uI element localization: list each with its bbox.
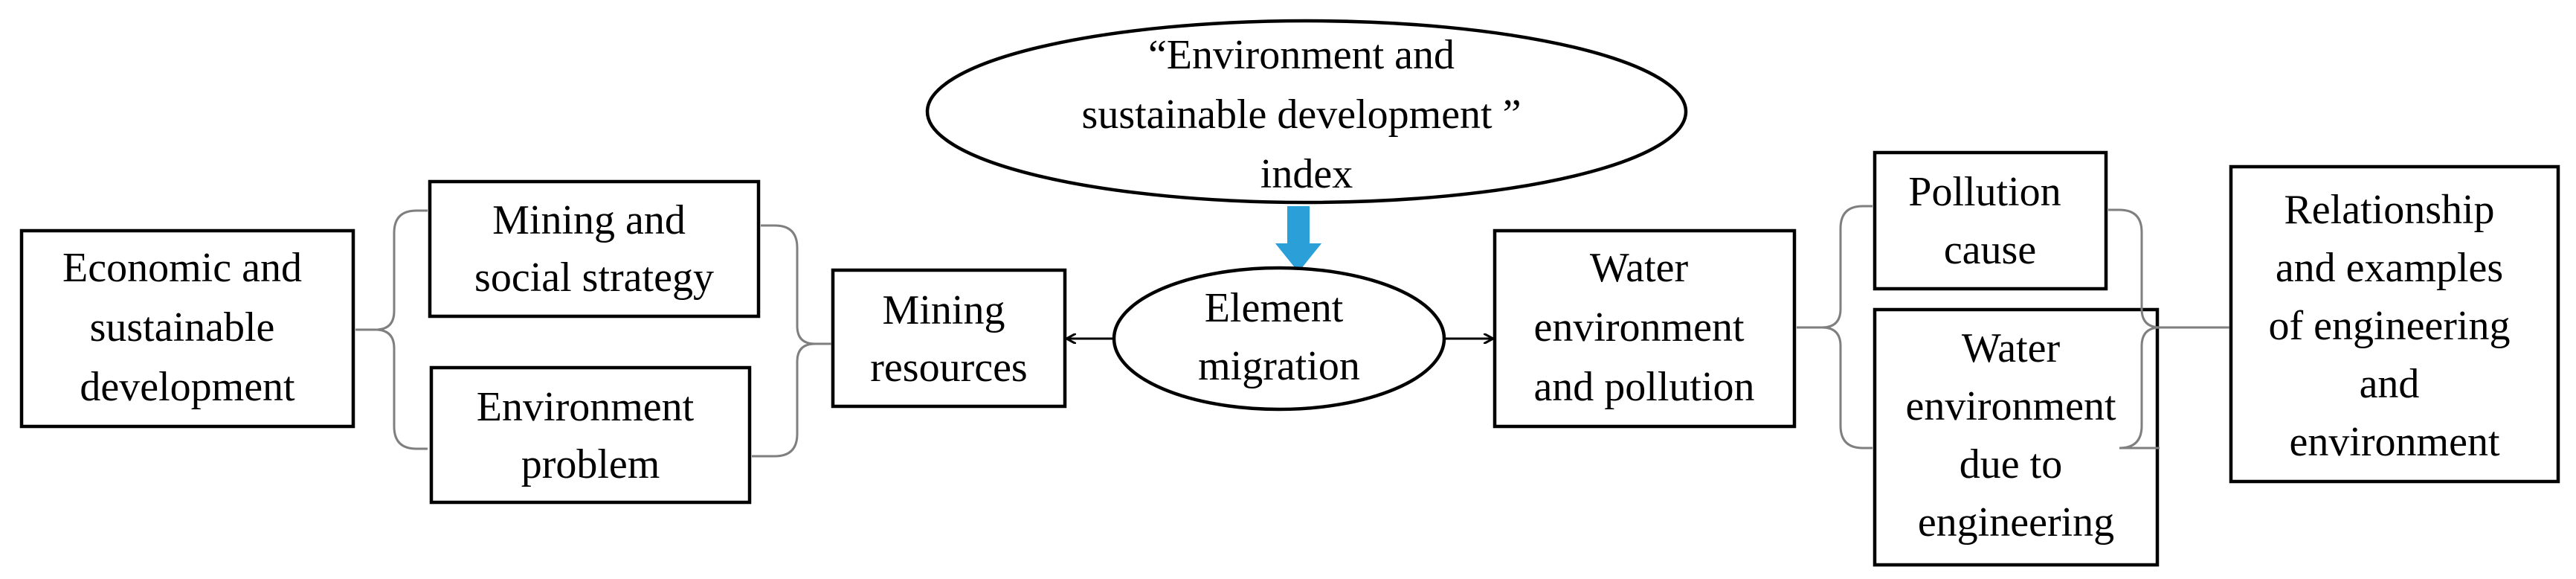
environment-problem-label: Environment problem: [477, 384, 704, 487]
relationship-examples-label: Relationship and examples of engineering…: [2269, 187, 2521, 465]
index-ellipse-label: “Environment and sustainable development…: [1082, 32, 1532, 197]
economic-sustainable-box: [19, 228, 355, 429]
right-bracket-inner: [1797, 205, 1873, 450]
mining-social-strategy-label: Mining and social strategy: [474, 197, 714, 301]
environment-problem-box: [429, 365, 752, 505]
water-engineering-label: Water environment due to engineering: [1905, 325, 2126, 546]
economic-sustainable-label: Economic and sustainable development: [62, 245, 312, 410]
left-bracket-inner: [752, 224, 831, 458]
element-migration-shape: [1112, 266, 1446, 412]
down-arrow-icon: [1275, 206, 1322, 272]
mining-resources-box: [831, 268, 1067, 409]
right-bracket-outer: [2108, 208, 2229, 450]
element-migration-label: Element migration: [1198, 285, 1360, 389]
water-pollution-label: Water environment and pollution: [1533, 245, 1754, 410]
water-engineering-box: [1873, 307, 2160, 567]
mining-resources-label: Mining resources: [870, 287, 1027, 391]
water-pollution-box: [1493, 228, 1797, 429]
relationship-examples-box: [2229, 164, 2560, 484]
mining-social-strategy-box: [428, 179, 761, 319]
pollution-cause-label: Pollution cause: [1908, 169, 2071, 273]
index-ellipse-shape: [925, 19, 1688, 205]
left-bracket-outer: [355, 209, 428, 450]
pollution-cause-box: [1873, 150, 2108, 291]
